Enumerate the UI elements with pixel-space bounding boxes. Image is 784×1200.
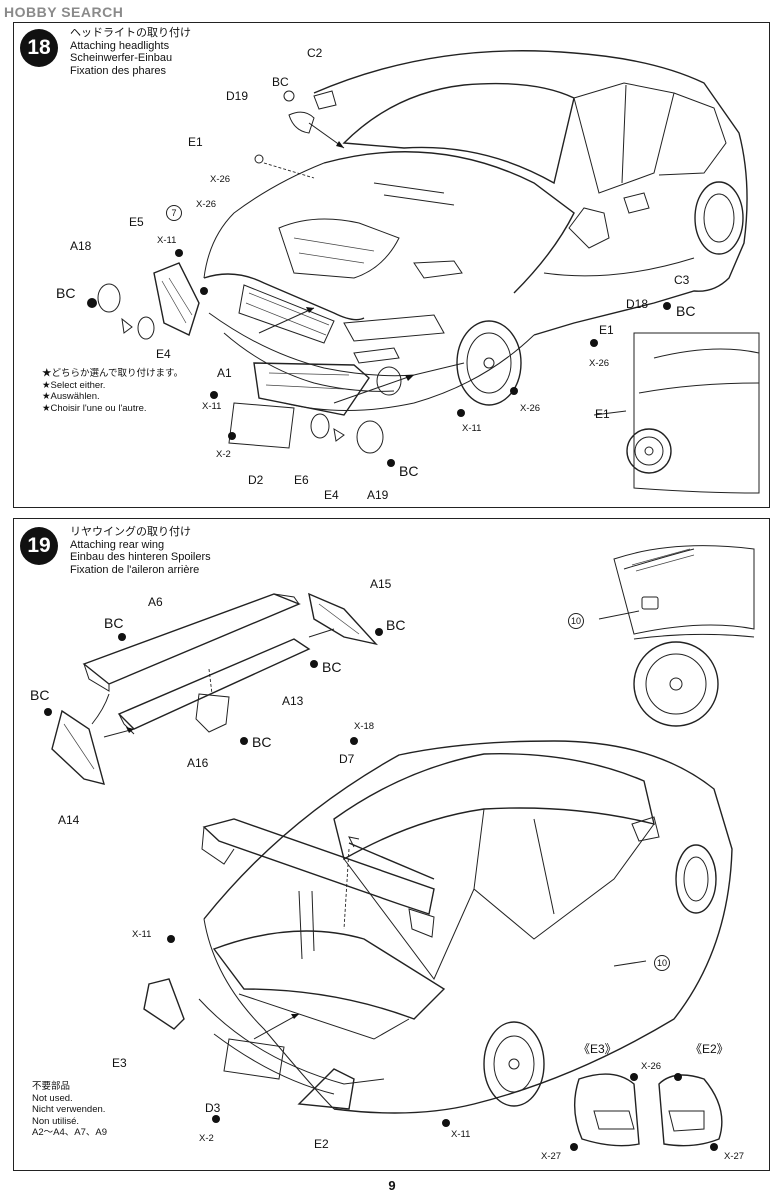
part-label: BC <box>386 617 406 633</box>
part-label: X-26 <box>196 199 217 210</box>
step-number-badge: 18 <box>20 29 58 67</box>
note-en: ★Select either. <box>42 379 106 391</box>
part-label: X-18 <box>354 721 375 732</box>
part-label: X-26 <box>520 403 541 414</box>
note-ja: ★どちらか選んで取り付けます。 <box>42 368 184 379</box>
part-label: D7 <box>339 752 355 766</box>
part-label: E1 <box>599 323 614 337</box>
part-label: BC <box>30 687 50 703</box>
part-label: A6 <box>148 595 163 609</box>
reference-circle: 10 <box>568 613 584 629</box>
part-label: BC <box>252 734 272 750</box>
title-ja: リヤウイングの取り付け <box>70 526 191 538</box>
title-fr: Fixation de l'aileron arrière <box>70 563 200 576</box>
title-de: Scheinwerfer-Einbau <box>70 52 173 64</box>
part-label: A19 <box>367 488 389 502</box>
not-used-list: A2～A4、A7、A9 <box>32 1127 107 1138</box>
part-label: X-11 <box>132 929 152 940</box>
part-label: BC <box>56 285 76 301</box>
part-label: X-11 <box>462 423 482 434</box>
part-label: A18 <box>70 239 92 253</box>
part-label: X-11 <box>451 1129 471 1140</box>
note-fr: ★Choisir l'une ou l'autre. <box>42 402 147 414</box>
reference-circle: 10 <box>654 955 670 971</box>
reference-circle: 7 <box>166 205 182 221</box>
step-title: ヘッドライトの取り付け Attaching headlights Scheinw… <box>70 27 191 77</box>
part-label: C2 <box>307 46 323 60</box>
part-label: X-26 <box>589 358 610 369</box>
step-title: リヤウイングの取り付け Attaching rear wing Einbau d… <box>70 526 211 576</box>
step-18-panel: 18 ヘッドライトの取り付け Attaching headlights Sche… <box>13 22 770 508</box>
part-label: A16 <box>187 756 209 770</box>
part-label: C3 <box>674 273 690 287</box>
title-de: Einbau des hinteren Spoilers <box>70 551 211 563</box>
not-used-ja: 不要部品 <box>32 1081 71 1092</box>
not-used-fr: Non utilisé. <box>32 1115 79 1127</box>
part-label: BC <box>272 75 289 89</box>
part-label: BC <box>322 659 342 675</box>
part-label: E5 <box>129 215 144 229</box>
part-label: X-11 <box>202 401 222 412</box>
title-ja: ヘッドライトの取り付け <box>70 27 191 39</box>
part-label: X-26 <box>641 1061 662 1072</box>
part-label: BC <box>104 615 124 631</box>
step-number-badge: 19 <box>20 527 58 565</box>
page-number: 9 <box>388 1178 396 1193</box>
step-19-drawing <box>44 545 755 1151</box>
part-label: 《E2》 <box>690 1042 729 1056</box>
part-label: D3 <box>205 1101 221 1115</box>
part-label: X-11 <box>157 235 177 246</box>
part-label: A13 <box>282 694 304 708</box>
part-label: E4 <box>156 347 171 361</box>
part-label: D18 <box>626 297 649 311</box>
part-label: D19 <box>226 89 249 103</box>
part-label: E3 <box>112 1056 127 1070</box>
step-18-drawing <box>87 50 760 494</box>
title-en: Attaching headlights <box>70 39 170 52</box>
part-label: D2 <box>248 473 264 487</box>
note-de: ★Auswählen. <box>42 391 100 402</box>
not-used-de: Nicht verwenden. <box>32 1104 106 1115</box>
part-label: A1 <box>217 366 232 380</box>
not-used-note: 不要部品 Not used. Nicht verwenden. Non util… <box>32 1081 107 1139</box>
part-label: X-2 <box>216 449 231 460</box>
title-en: Attaching rear wing <box>70 538 165 551</box>
title-fr: Fixation des phares <box>70 64 166 77</box>
part-label: BC <box>676 303 696 319</box>
part-label: X-27 <box>724 1151 745 1162</box>
part-label: X-2 <box>199 1133 214 1144</box>
part-label: E1 <box>595 407 610 421</box>
not-used-en: Not used. <box>32 1092 73 1104</box>
part-label: A15 <box>370 577 392 591</box>
part-label: E4 <box>324 488 339 502</box>
part-label: BC <box>399 463 419 479</box>
part-label: E6 <box>294 473 309 487</box>
choose-either-note: ★どちらか選んで取り付けます。 ★Select either. ★Auswähl… <box>42 368 183 414</box>
part-label: E2 <box>314 1137 329 1151</box>
watermark: HOBBY SEARCH <box>4 4 124 20</box>
part-label: 《E3》 <box>578 1042 617 1056</box>
part-label: E1 <box>188 135 203 149</box>
part-label: X-27 <box>541 1151 562 1162</box>
part-label: A14 <box>58 813 80 827</box>
part-label: X-26 <box>210 174 231 185</box>
step-19-panel: 19 リヤウイングの取り付け Attaching rear wing Einba… <box>13 518 770 1171</box>
